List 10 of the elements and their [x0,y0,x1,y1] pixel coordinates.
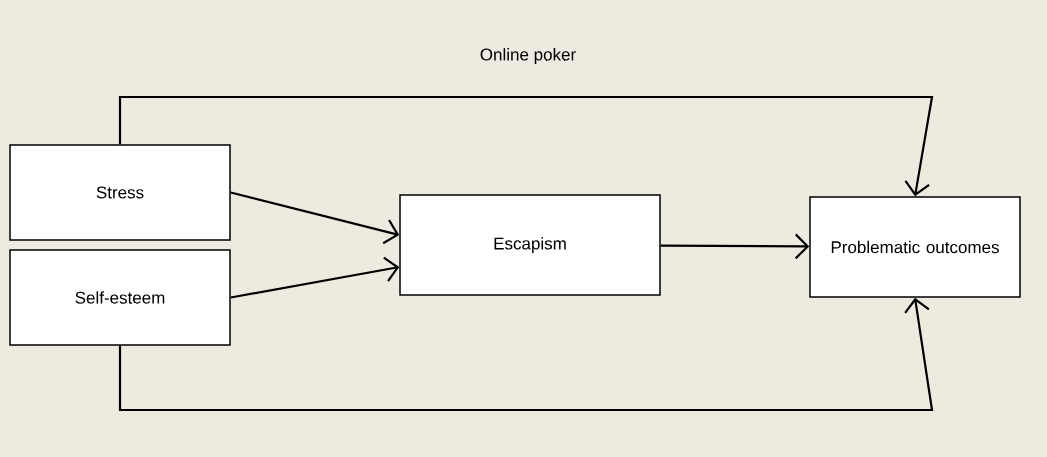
arrow [660,233,810,260]
arrow [118,95,934,197]
box: Problematic outcomes [809,196,1021,298]
arrow [118,297,934,412]
box: Self-esteem [9,249,231,346]
title: Online poker [480,48,576,64]
box: Stress [9,144,231,241]
box: Escapism [399,194,661,296]
arrow [230,256,400,299]
arrow [230,191,400,245]
